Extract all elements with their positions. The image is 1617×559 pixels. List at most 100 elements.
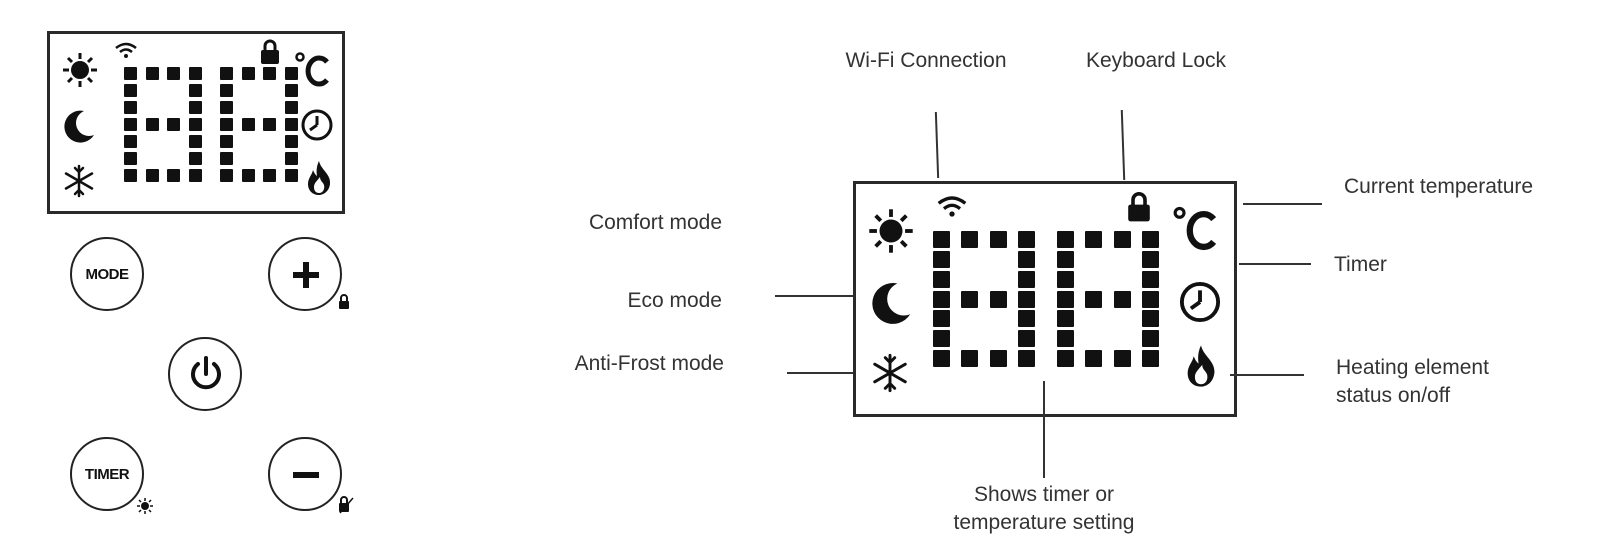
heating-leader-line — [1230, 374, 1304, 376]
digit-1 — [933, 231, 1035, 367]
digit-1 — [124, 67, 202, 182]
digit-segment — [933, 250, 950, 268]
digit-segment — [1085, 231, 1103, 248]
digit-segment — [285, 152, 298, 165]
digit-segment — [933, 270, 950, 288]
digit-segment — [1018, 270, 1035, 288]
digit-segment — [285, 118, 298, 131]
digit-segment — [961, 231, 979, 248]
digit-segment — [1085, 290, 1103, 308]
digit-segment — [124, 135, 137, 148]
heating-element-label-line1: Heating element — [1336, 356, 1489, 379]
eco-leader-line — [775, 295, 853, 297]
digit-2 — [220, 67, 298, 182]
digit-segment — [263, 67, 277, 80]
timer-button[interactable]: TIMER — [70, 437, 144, 511]
snowflake-icon — [64, 164, 94, 198]
digit-segment — [285, 135, 298, 148]
digit-segment — [167, 67, 181, 80]
digit-segment — [989, 290, 1007, 308]
digit-segment — [220, 118, 233, 131]
moon-icon — [872, 283, 911, 324]
digit-segment — [933, 330, 950, 348]
current-temperature-label: Current temperature — [1344, 175, 1534, 198]
digit-segment — [241, 67, 255, 80]
plus-button[interactable] — [268, 237, 342, 311]
lock-icon — [1128, 192, 1150, 222]
setting-label-line2: temperature setting — [953, 511, 1135, 534]
digit-2 — [1057, 231, 1159, 367]
digit-segment — [167, 118, 181, 131]
setting-label-line1: Shows timer or — [973, 483, 1115, 506]
digit-segment — [989, 231, 1007, 248]
digit-segment — [1142, 270, 1159, 288]
digit-segment — [961, 350, 979, 367]
wifi-icon — [937, 196, 967, 217]
digit-segment — [933, 350, 950, 367]
digit-segment — [933, 310, 950, 328]
digit-segment — [285, 84, 298, 97]
digit-segment — [145, 67, 159, 80]
digit-segment — [1018, 330, 1035, 348]
digit-segment — [1142, 310, 1159, 328]
sun-icon — [63, 53, 97, 87]
digit-segment — [220, 135, 233, 148]
digit-segment — [124, 169, 137, 182]
mode-button[interactable]: MODE — [70, 237, 144, 311]
lock-hint-icon — [339, 294, 349, 309]
digit-segment — [220, 84, 233, 97]
digit-segment — [285, 169, 298, 182]
comfort-mode-label: Comfort mode — [588, 211, 722, 234]
large-display-panel — [853, 181, 1237, 417]
digit-segment — [989, 350, 1007, 367]
unlock-hint-icon — [339, 496, 354, 514]
flame-icon — [308, 161, 331, 195]
digit-segment — [145, 118, 159, 131]
digit-segment — [241, 118, 255, 131]
digit-segment — [1113, 231, 1131, 248]
sun-hint-icon — [137, 498, 153, 514]
heating-element-label-line2: status on/off — [1336, 384, 1451, 407]
digit-segment — [1142, 231, 1159, 248]
digit-segment — [220, 101, 233, 114]
eco-mode-label: Eco mode — [627, 289, 722, 312]
digit-segment — [145, 169, 159, 182]
digit-segment — [1057, 290, 1074, 308]
timer-leader-line — [1239, 263, 1311, 265]
digit-segment — [1018, 310, 1035, 328]
digit-segment — [1057, 310, 1074, 328]
digit-segment — [263, 169, 277, 182]
digit-segment — [1113, 290, 1131, 308]
celsius-icon — [1173, 206, 1217, 251]
wifi-icon — [115, 42, 137, 58]
digit-segment — [1142, 250, 1159, 268]
digit-segment — [1142, 330, 1159, 348]
power-button[interactable] — [168, 337, 242, 411]
digit-segment — [1018, 250, 1035, 268]
digit-segment — [1142, 350, 1159, 367]
moon-icon — [64, 110, 94, 143]
sun-icon — [869, 209, 913, 253]
setting-leader-line — [1043, 381, 1045, 478]
digit-segment — [1057, 350, 1074, 367]
digit-segment — [1018, 231, 1035, 248]
digit-segment — [189, 118, 202, 131]
digit-segment — [167, 169, 181, 182]
digit-segment — [1018, 290, 1035, 308]
digit-segment — [189, 84, 202, 97]
digit-segment — [1057, 250, 1074, 268]
minus-button[interactable] — [268, 437, 342, 511]
snowflake-icon — [873, 353, 907, 393]
digit-segment — [124, 84, 137, 97]
digit-segment — [1142, 290, 1159, 308]
clock-icon — [301, 109, 333, 141]
wifi-connection-label: Wi-Fi Connection — [845, 49, 1007, 72]
digit-segment — [189, 101, 202, 114]
digit-segment — [263, 118, 277, 131]
digit-segment — [1113, 350, 1131, 367]
plus-icon — [293, 262, 319, 288]
digit-segment — [961, 290, 979, 308]
celsius-icon — [295, 52, 329, 87]
flame-icon — [1187, 345, 1215, 387]
timer-button-label: TIMER — [84, 465, 130, 483]
